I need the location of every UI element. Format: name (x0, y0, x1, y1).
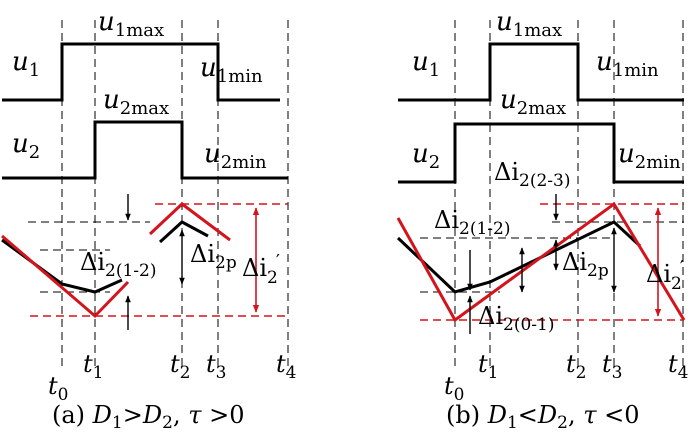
label-t3-a: t3 (206, 350, 226, 383)
current-black-b (396, 220, 642, 294)
label-u2min-b: u2min (618, 139, 681, 173)
current-black-peak-a (158, 220, 209, 244)
label-di23-b: Δi2(2-3) (494, 158, 570, 191)
label-di12-b: Δi2(1-2) (434, 206, 510, 239)
label-t2-a: t2 (170, 350, 190, 383)
label-u2max-a: u2max (103, 85, 169, 119)
label-u2max-b: u2max (500, 85, 566, 119)
label-t0-b: t0 (444, 372, 464, 405)
label-u2-b: u2 (412, 139, 440, 173)
u2-waveform-b (398, 122, 684, 184)
label-t2-b: t2 (566, 350, 586, 383)
label-u1-a: u1 (12, 47, 40, 81)
label-u1min-a: u1min (200, 53, 263, 87)
current-red-b (396, 201, 686, 323)
label-t4-a: t4 (276, 350, 296, 383)
label-diprime-a: Δi2′ (242, 251, 280, 288)
label-u1-b: u1 (412, 47, 440, 81)
current-red-a (1, 234, 130, 319)
label-t3-b: t3 (602, 350, 622, 383)
label-u1min-b: u1min (596, 47, 659, 81)
u1-waveform-a (2, 42, 280, 102)
caption-b: (b) D1<D2, τ <0 (446, 401, 640, 433)
label-t1-b: t1 (478, 350, 498, 383)
label-di01-b: Δi2(0-1) (478, 302, 554, 335)
red-ref-lines-a (30, 203, 288, 317)
label-dip-b: Δi2p (562, 248, 609, 281)
current-red-peak-a (148, 202, 231, 242)
label-diprime-b: Δi2′ (646, 257, 684, 294)
label-t0-a: t0 (48, 372, 68, 405)
label-t1-a: t1 (83, 350, 103, 383)
caption-a: (a) D1>D2, τ >0 (52, 401, 245, 433)
u1-waveform-b (398, 42, 684, 102)
label-di12-a: Δi2(1-2) (80, 248, 156, 281)
u2-waveform-a (2, 120, 288, 180)
panel-a: u1 u2 u1max u1min u2max u2min Δi2(1-2) Δ… (1, 7, 296, 433)
label-u1max-a: u1max (98, 7, 164, 41)
label-u1max-b: u1max (496, 7, 562, 41)
label-dip-a: Δi2p (190, 240, 237, 273)
panel-b: u1 u2 u1max u1min u2max u2min Δi2(2-3) Δ… (396, 7, 688, 433)
label-u2min-a: u2min (204, 139, 267, 173)
label-u2-a: u2 (12, 129, 40, 163)
label-t4-b: t4 (668, 350, 688, 383)
